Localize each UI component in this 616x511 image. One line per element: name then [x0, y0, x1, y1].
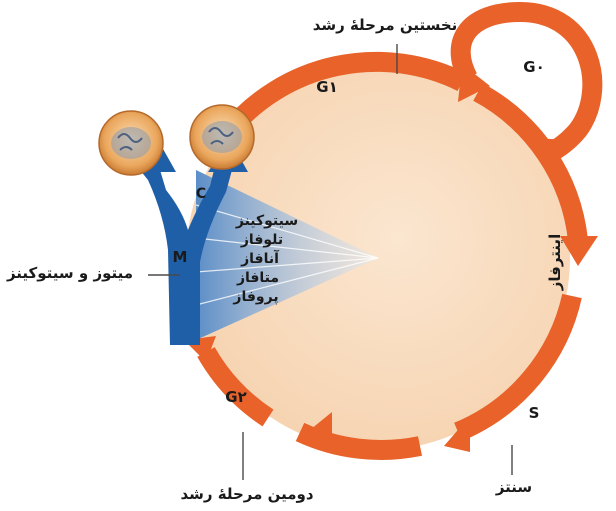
fan-divider-3 [195, 257, 379, 273]
daughter-cell-right [189, 104, 255, 170]
label-interphase: اینترفاز [546, 234, 564, 291]
phase-label-4: پروفاز [232, 289, 278, 305]
phase-label-2: آنافاز [240, 249, 280, 267]
label-s: S [529, 404, 540, 422]
phase-label-1: تلوفاز [240, 232, 283, 248]
arrowhead-g1 [458, 64, 490, 102]
daughter-cell-left [98, 110, 164, 176]
arrowhead-interphase [560, 236, 598, 266]
label-growth1: نخستین مرحلهٔ رشد [313, 16, 458, 34]
leader-lines [148, 44, 513, 480]
phase-label-0: سیتوکینز [235, 213, 298, 229]
fan-divider-1 [195, 204, 379, 259]
label-mitosis-cytokinesis: میتوز و سیتوکینز [6, 264, 133, 282]
mitosis-stem [140, 170, 232, 345]
phase-label-3: متافاز [236, 270, 279, 286]
g0-loop [450, 1, 603, 163]
g1-arrow [220, 51, 467, 139]
mitosis-fan [196, 170, 378, 340]
label-m: M [173, 248, 188, 266]
s-arrow [454, 293, 582, 442]
label-synthesis: سنتز [495, 478, 532, 496]
label-g1: G۱ [316, 78, 337, 96]
arrowhead-s [444, 416, 470, 452]
arrowhead-synthesis [300, 412, 332, 454]
fan-divider-2 [195, 237, 379, 259]
label-g2: G۲ [225, 388, 246, 406]
label-growth2: دومین مرحلهٔ رشد [180, 485, 313, 503]
label-g0: G۰ [523, 58, 544, 76]
arrowhead-g0 [536, 138, 566, 170]
fan-divider-4 [195, 257, 379, 306]
g2-arrow [197, 346, 274, 427]
label-c: C [196, 186, 206, 202]
